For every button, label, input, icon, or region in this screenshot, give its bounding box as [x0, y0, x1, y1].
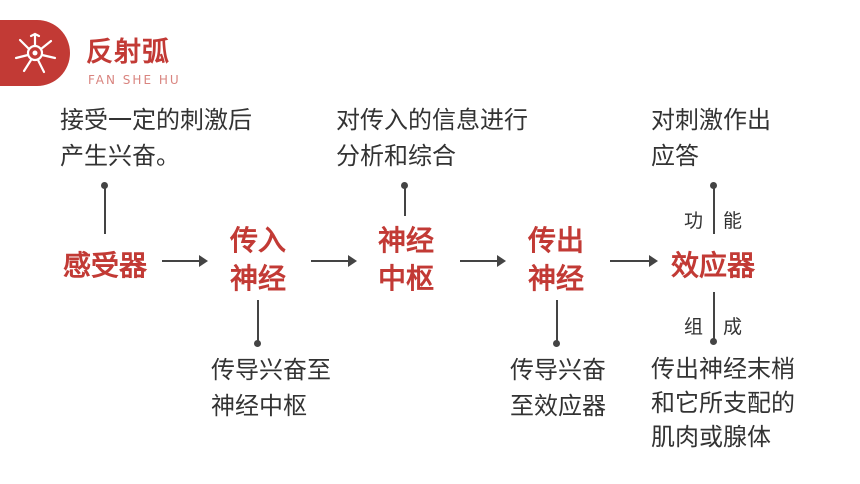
receptor-connector-line — [104, 186, 106, 234]
page-title: 反射弧 — [86, 37, 170, 68]
receptor-connector-dot — [101, 182, 108, 189]
effector-function-line — [713, 186, 715, 234]
effector-composition-label-left: 组 — [684, 316, 704, 338]
effector-function-dot — [710, 182, 717, 189]
arrow-efferent-to-effector — [610, 255, 658, 267]
effector-function-label-left: 功 — [684, 210, 704, 232]
efferent-connector-line — [556, 300, 558, 342]
center-connector-line — [404, 186, 406, 216]
center-description: 对传入的信息进行 分析和综合 — [336, 106, 528, 170]
efferent-description: 传导兴奋 至效应器 — [510, 356, 606, 420]
node-efferent-nerve: 传出 神经 — [527, 224, 584, 295]
center-connector-dot — [401, 182, 408, 189]
arrow-afferent-to-center — [311, 255, 357, 267]
effector-function-description: 对刺激作出 应答 — [651, 106, 771, 170]
neuron-icon — [14, 32, 57, 74]
node-effector: 效应器 — [670, 249, 755, 282]
efferent-connector-dot — [553, 340, 560, 347]
afferent-connector-dot — [254, 340, 261, 347]
arrow-receptor-to-afferent — [162, 255, 208, 267]
afferent-connector-line — [257, 300, 259, 342]
header-badge — [0, 20, 70, 86]
effector-composition-line — [713, 292, 715, 340]
node-afferent-nerve: 传入 神经 — [229, 224, 286, 295]
node-receptor: 感受器 — [62, 249, 147, 282]
page-subtitle: FAN SHE HU — [88, 73, 181, 87]
effector-composition-dot — [710, 338, 717, 345]
arrow-center-to-efferent — [460, 255, 506, 267]
afferent-description: 传导兴奋至 神经中枢 — [211, 356, 331, 420]
node-nerve-center: 神经 中枢 — [377, 224, 434, 295]
receptor-description: 接受一定的刺激后 产生兴奋。 — [60, 106, 252, 170]
effector-composition-label-right: 成 — [723, 316, 743, 338]
effector-function-label-right: 能 — [723, 210, 743, 232]
effector-composition-description: 传出神经末梢 和它所支配的 肌肉或腺体 — [651, 355, 795, 451]
